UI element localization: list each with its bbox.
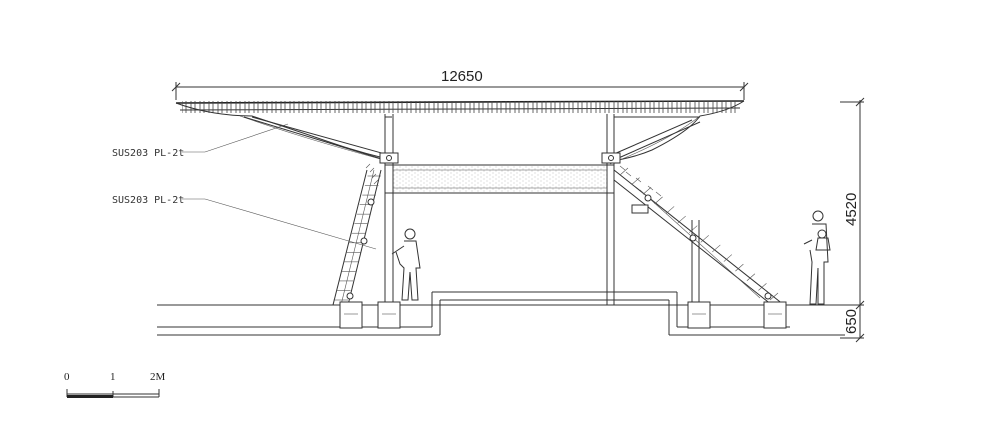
material-label-lower: SUS203 PL-2t bbox=[112, 195, 377, 250]
scale-bar: 0 1 2M bbox=[64, 371, 166, 398]
base-dimension-text: 650 bbox=[843, 309, 860, 334]
span-dimension: 12650 bbox=[171, 68, 749, 100]
height-dimension: 4520 650 bbox=[840, 97, 865, 343]
left-inclined-wall bbox=[332, 163, 382, 306]
foundation bbox=[157, 291, 845, 336]
material-label-upper-text: SUS203 PL-2t bbox=[112, 148, 184, 159]
roof bbox=[175, 100, 745, 165]
height-dimension-text: 4520 bbox=[843, 193, 860, 226]
scale-tick-1: 1 bbox=[110, 371, 116, 383]
figure-worker bbox=[391, 228, 421, 301]
scale-tick-2: 2M bbox=[150, 371, 166, 383]
frame bbox=[243, 114, 701, 305]
figure-parent-child bbox=[803, 210, 831, 305]
right-inclined-wall bbox=[613, 165, 785, 306]
span-dimension-text: 12650 bbox=[441, 68, 483, 85]
material-label-upper: SUS203 PL-2t bbox=[112, 123, 289, 159]
material-label-lower-text: SUS203 PL-2t bbox=[112, 195, 184, 206]
scale-tick-0: 0 bbox=[64, 371, 70, 383]
